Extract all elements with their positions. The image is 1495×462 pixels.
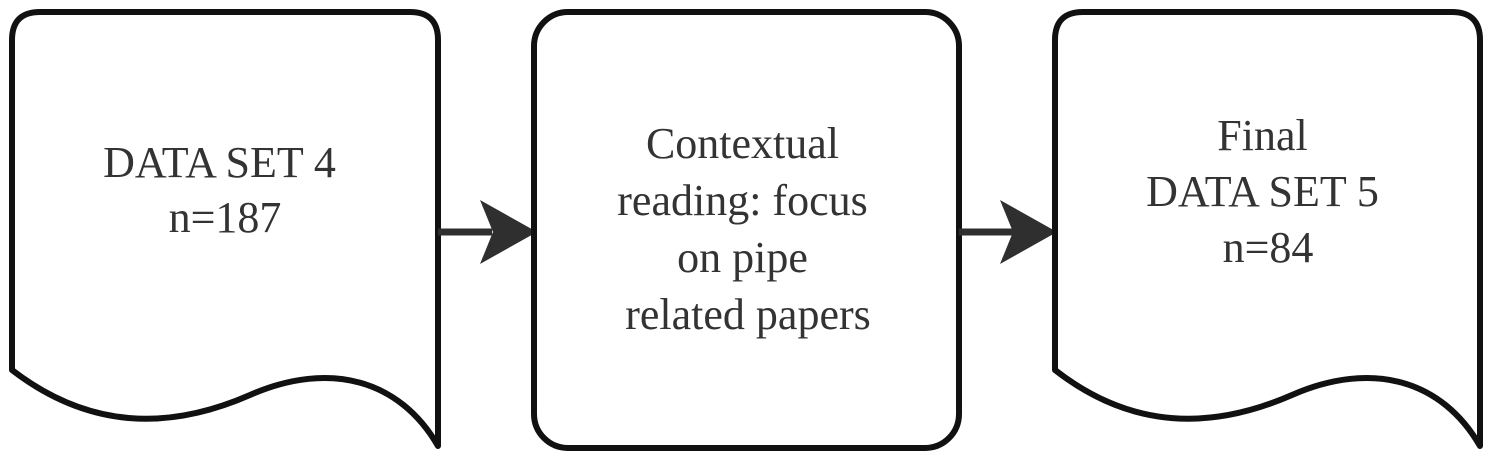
- node-label-line: n=84: [1223, 223, 1314, 272]
- connector-arrow-2: [959, 200, 1057, 264]
- node-label: Final DATA SET 5 n=84: [1146, 111, 1390, 272]
- node-label-line: Final: [1217, 111, 1307, 160]
- node-final-data-set-5: Final DATA SET 5 n=84: [1052, 9, 1483, 449]
- arrowhead-icon: [1000, 200, 1057, 264]
- node-data-set-4: DATA SET 4 n=187: [9, 9, 441, 449]
- node-label-line: related papers: [625, 290, 871, 339]
- node-label-line: reading: focus: [617, 176, 867, 225]
- node-label-line: DATA SET 5: [1146, 167, 1379, 216]
- document-shape: [9, 9, 441, 449]
- node-label: DATA SET 4 n=187: [103, 138, 347, 242]
- connector-arrow-1: [438, 200, 537, 264]
- arrowhead-icon: [480, 200, 537, 264]
- node-label-line: DATA SET 4: [103, 138, 336, 187]
- process-box: [531, 9, 962, 451]
- node-label-line: on pipe: [677, 233, 808, 282]
- node-label: Contextual reading: focus on pipe relate…: [617, 119, 878, 339]
- document-shape: [1052, 9, 1483, 449]
- node-label-line: n=187: [169, 193, 282, 242]
- node-contextual-reading: Contextual reading: focus on pipe relate…: [531, 9, 962, 451]
- node-label-line: Contextual: [646, 119, 839, 168]
